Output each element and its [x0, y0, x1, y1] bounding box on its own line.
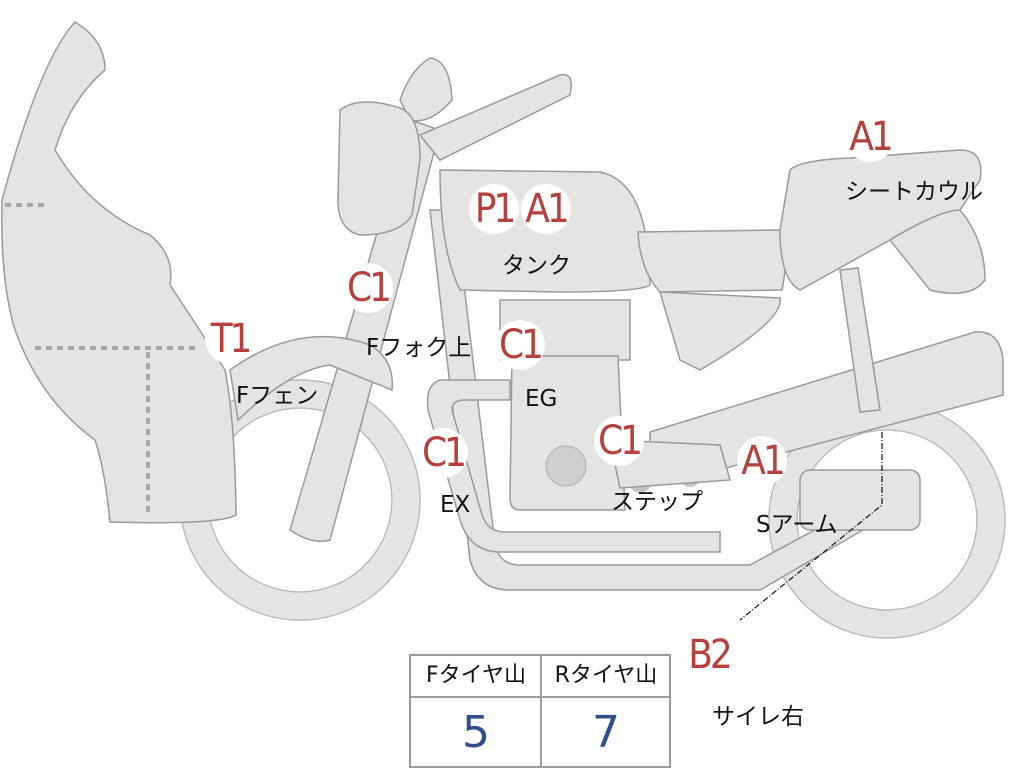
rear-tire-value: 7: [592, 707, 620, 758]
table-divider: [540, 656, 542, 768]
ffork-label: Fフォク上: [366, 335, 472, 361]
engine-badge: C1: [495, 320, 545, 370]
engine-cover: [545, 445, 587, 487]
step-label: ステップ: [611, 489, 703, 515]
ffender-label: Fフェン: [236, 383, 319, 409]
headlight: [337, 101, 421, 236]
swingarm-part: [649, 331, 1004, 481]
tank-badge-p: P1: [469, 184, 519, 234]
seat-badge: A1: [845, 112, 895, 162]
muffler-leader-line: [739, 432, 883, 621]
muffler-label: サイレ右: [712, 704, 804, 730]
engine-label: EG: [525, 386, 558, 412]
exhaust-pipe: [426, 379, 721, 553]
engine-body: [509, 355, 626, 511]
mirror: [399, 57, 453, 122]
front-fender: [229, 335, 394, 422]
front-tire-header: Fタイヤ山: [411, 656, 541, 698]
chain-guard: [799, 469, 921, 531]
rear-shock: [839, 267, 881, 413]
swingarm-badge: A1: [737, 436, 787, 486]
side-cover: [637, 229, 787, 293]
rear-tire-header: Rタイヤ山: [541, 656, 671, 698]
tank-label: タンク: [502, 253, 571, 279]
tail-piece: [888, 209, 986, 295]
exhaust-badge: C1: [418, 428, 468, 478]
front-tire-value: 5: [462, 707, 490, 758]
seat-label: シートカウル: [845, 179, 983, 205]
rear-fender-panel: [658, 291, 781, 371]
muffler-badge: B2: [684, 630, 734, 680]
tank-badge-a: A1: [521, 184, 571, 234]
step-badge: C1: [594, 416, 644, 466]
ffork-badge: C1: [343, 263, 393, 313]
handlebar: [418, 73, 572, 161]
exhaust-label: EX: [440, 492, 471, 518]
swingarm-label: Sアーム: [756, 512, 838, 538]
ffender-badge: T1: [205, 314, 255, 364]
tire-tread-table: Fタイヤ山 Rタイヤ山 5 7: [409, 654, 671, 768]
front-fairing: [1, 21, 237, 524]
